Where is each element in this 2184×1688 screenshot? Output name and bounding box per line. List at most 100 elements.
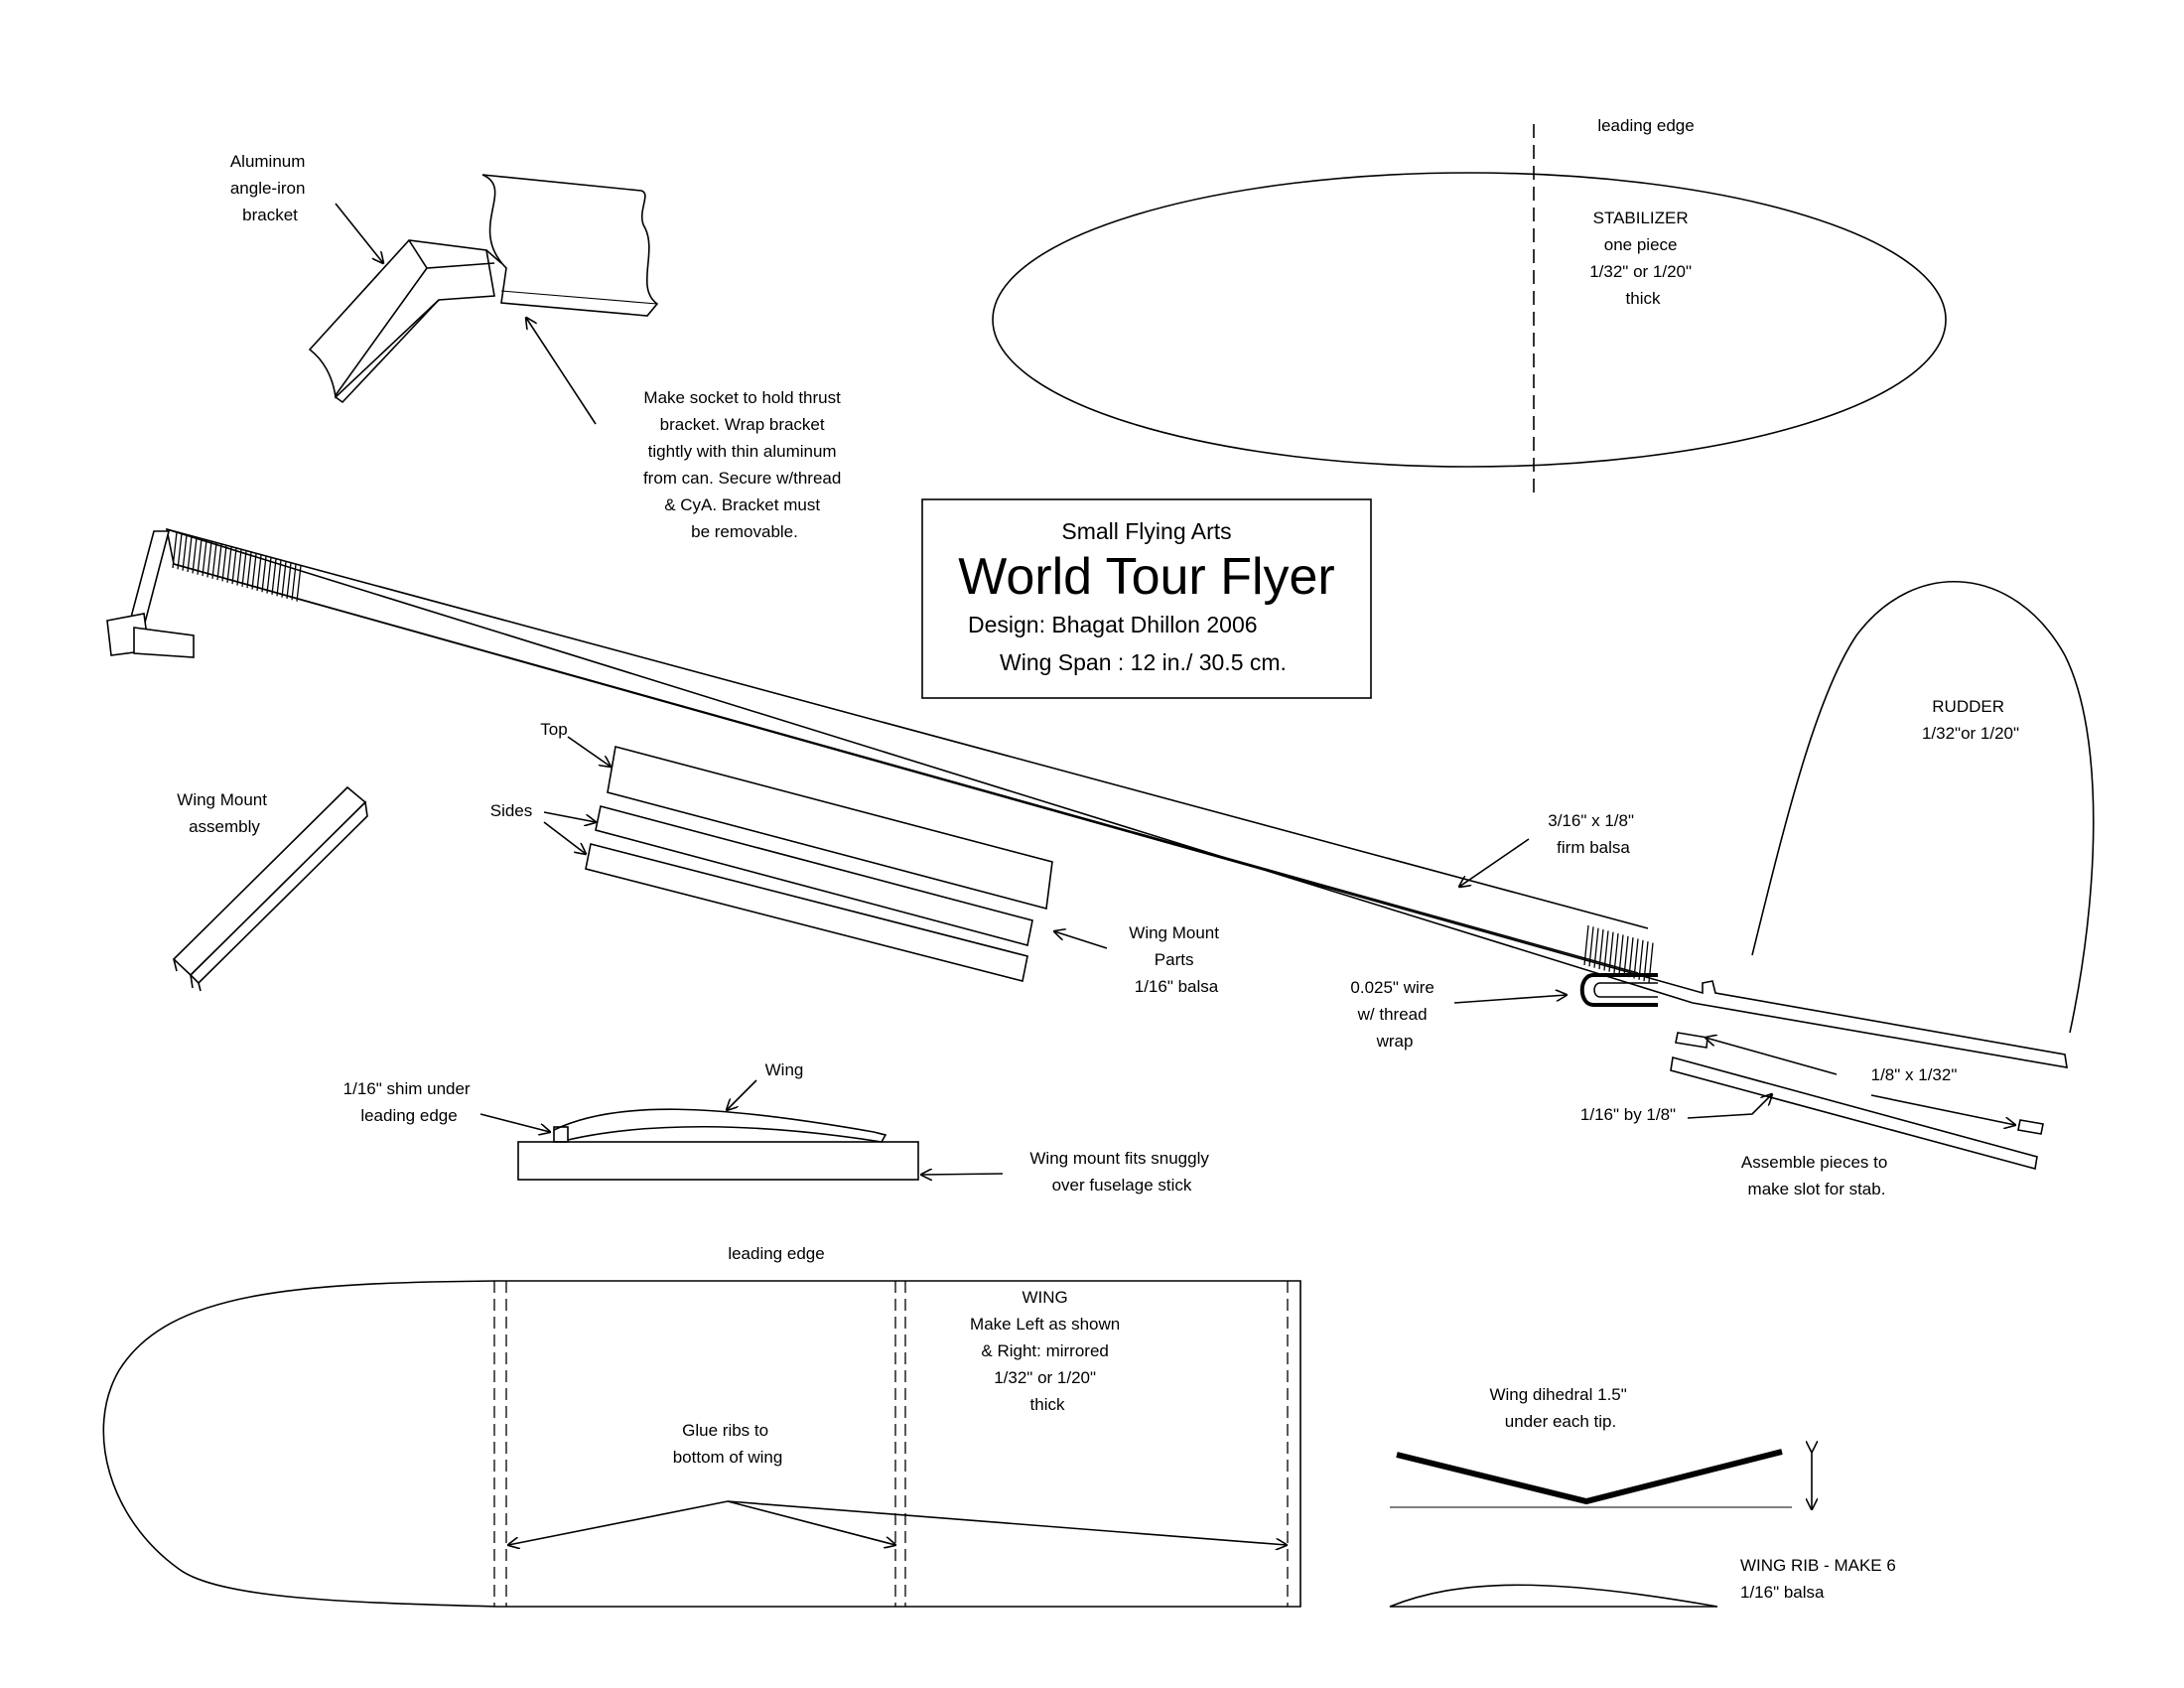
socket-note-line: & CyA. Bracket must (664, 495, 820, 514)
thread-line (216, 544, 222, 581)
fuselage-label-line: 3/16" x 1/8" (1548, 811, 1634, 830)
title-block: Small Flying Arts World Tour Flyer Desig… (921, 498, 1372, 699)
bracket-arrow (335, 203, 383, 263)
shim-label-line: leading edge (360, 1106, 457, 1125)
title-block-title: World Tour Flyer (958, 548, 1335, 606)
wing-outline (102, 1280, 1301, 1608)
rib-label-line: 1/16" balsa (1740, 1583, 1825, 1602)
dihedral-label-line: Wing dihedral 1.5" (1489, 1385, 1626, 1404)
ribs-label-line: bottom of wing (673, 1448, 783, 1467)
rudder-label-line: RUDDER (1932, 697, 2004, 716)
svg-text:Make socket to hold thrust: Make socket to hold thrust bracket. Wrap… (643, 388, 846, 541)
fuselage: 3/16" x 1/8" firm balsa (106, 527, 2068, 1068)
stabilizer-leading-edge-label: leading edge (1597, 116, 1694, 135)
nose-thread-wrap (172, 531, 302, 602)
thread-line (1588, 926, 1594, 967)
svg-text:RUDDER 1/32"or 1/20": RUDDER 1/32"or 1/20" (1922, 697, 2019, 743)
stabilizer-text-line: thick (1626, 289, 1661, 308)
wire-label-line: w/ thread (1357, 1005, 1428, 1024)
shim-label-line: 1/16" shim under (343, 1079, 471, 1098)
svg-text:Aluminum angle-iron: Aluminum angle-iron bracket (230, 152, 310, 224)
fuselage-stick (165, 527, 2068, 1068)
bracket-label-line: angle-iron (230, 179, 306, 198)
thread-line (281, 561, 287, 598)
wire-hook-shape (1579, 973, 1658, 1007)
side-view-wing-label: Wing (765, 1060, 804, 1079)
tail-thread-wrap (1583, 924, 1654, 983)
svg-text:3/16" x 1/8" firm balsa: 3/16" x 1/8" firm balsa (1548, 811, 1638, 857)
wing-mount-channel (172, 785, 367, 977)
svg-text:WING RIB - MAKE 6 1/16": WING RIB - MAKE 6 1/16" balsa (1740, 1556, 1901, 1602)
thread-line (1608, 931, 1614, 972)
thread-line (1623, 935, 1629, 976)
wire-arrow (1453, 995, 1567, 1004)
thread-line (1633, 938, 1639, 979)
socket-note-line: be removable. (691, 522, 798, 541)
svg-text:STABILIZER one piece: STABILIZER one piece 1/32" or 1/20" thic… (1589, 209, 1697, 308)
slot-strip-small (2017, 1119, 2044, 1135)
fuselage-label-line: firm balsa (1557, 838, 1630, 857)
wing-text-line: Make Left as shown (970, 1315, 1120, 1334)
stab-slot-pieces: 1/8" x 1/32" 1/16" by 1/8" Assemble piec… (1580, 1032, 2044, 1198)
mount-fit-label-line: Wing mount fits snuggly (1029, 1149, 1209, 1168)
socket-note-line: Make socket to hold thrust (643, 388, 841, 407)
side-view: Wing 1/16" shim under leading edge Wing … (343, 1060, 1210, 1195)
svg-text:1/16" shim under leading: 1/16" shim under leading edge (343, 1079, 476, 1125)
thread-line (241, 550, 247, 587)
stabilizer-text-line: STABILIZER (1593, 209, 1689, 227)
wing-plan: leading edge WING Make Left as shown & R… (102, 1244, 1301, 1608)
thread-line (291, 564, 297, 601)
wing-leading-edge-label: leading edge (728, 1244, 824, 1263)
wire-label-line: wrap (1376, 1032, 1414, 1051)
thread-line (261, 556, 267, 593)
stabilizer-text-line: one piece (1604, 235, 1678, 254)
title-block-frame (921, 498, 1372, 699)
wing-rib-outline (1389, 1584, 1718, 1608)
wing-text-line: 1/32" or 1/20" (994, 1368, 1096, 1387)
slot-note-line: make slot for stab. (1748, 1180, 1886, 1198)
thread-line (236, 549, 242, 586)
bracket-label-line: bracket (242, 206, 298, 224)
thread-line (1598, 928, 1604, 970)
thread-line (231, 548, 237, 585)
svg-text:Wing Mount Parts 1: Wing Mount Parts 1/16" balsa (1129, 923, 1223, 996)
slot-note-line: Assemble pieces to (1741, 1153, 1887, 1172)
stabilizer-text-line: 1/32" or 1/20" (1589, 262, 1692, 281)
ribs-label-line: Glue ribs to (682, 1421, 768, 1440)
thread-line (256, 554, 262, 591)
thread-line (1628, 937, 1634, 978)
wing-mount-top-label: Top (540, 720, 567, 739)
wing-rib: WING RIB - MAKE 6 1/16" balsa (1389, 1556, 1901, 1608)
slot-size-a: 1/8" x 1/32" (1871, 1065, 1958, 1084)
thread-line (1613, 933, 1619, 974)
thread-line (226, 546, 232, 583)
wing-text-line: WING (1022, 1288, 1067, 1307)
thread-line (246, 552, 252, 589)
socket-note-line: bracket. Wrap bracket (660, 415, 825, 434)
thread-line (1603, 930, 1609, 971)
wing-mount-assembly-label: Wing Mount (177, 790, 267, 809)
bracket-detail: Aluminum angle-iron bracket Make socket … (230, 152, 846, 541)
thread-line (182, 534, 188, 571)
rudder-outline (1751, 580, 2095, 1034)
bracket-label-line: Aluminum (230, 152, 306, 171)
title-block-subtitle: Small Flying Arts (1061, 518, 1231, 544)
thread-line (211, 542, 217, 579)
thread-line (276, 560, 282, 597)
thread-line (1583, 924, 1589, 966)
dihedral-label-line: under each tip. (1505, 1412, 1616, 1431)
rib-label-line: WING RIB - MAKE 6 (1740, 1556, 1896, 1575)
slot-strip-lower (1670, 1055, 2038, 1171)
thread-line (206, 541, 212, 578)
wing-mount-top-part (607, 746, 1053, 911)
svg-text:Wing Mount assembly: Wing Mount assembly (177, 790, 271, 836)
thread-line (266, 557, 272, 594)
thread-line (177, 533, 183, 570)
dihedral-wing-line (1396, 1449, 1783, 1505)
wing-mount-assembly-label: assembly (189, 817, 260, 836)
stabilizer: leading edge STABILIZER one piece 1/32" … (992, 116, 1947, 496)
side-view-wing (553, 1108, 887, 1143)
thread-line (296, 565, 302, 602)
thread-line (197, 538, 203, 575)
